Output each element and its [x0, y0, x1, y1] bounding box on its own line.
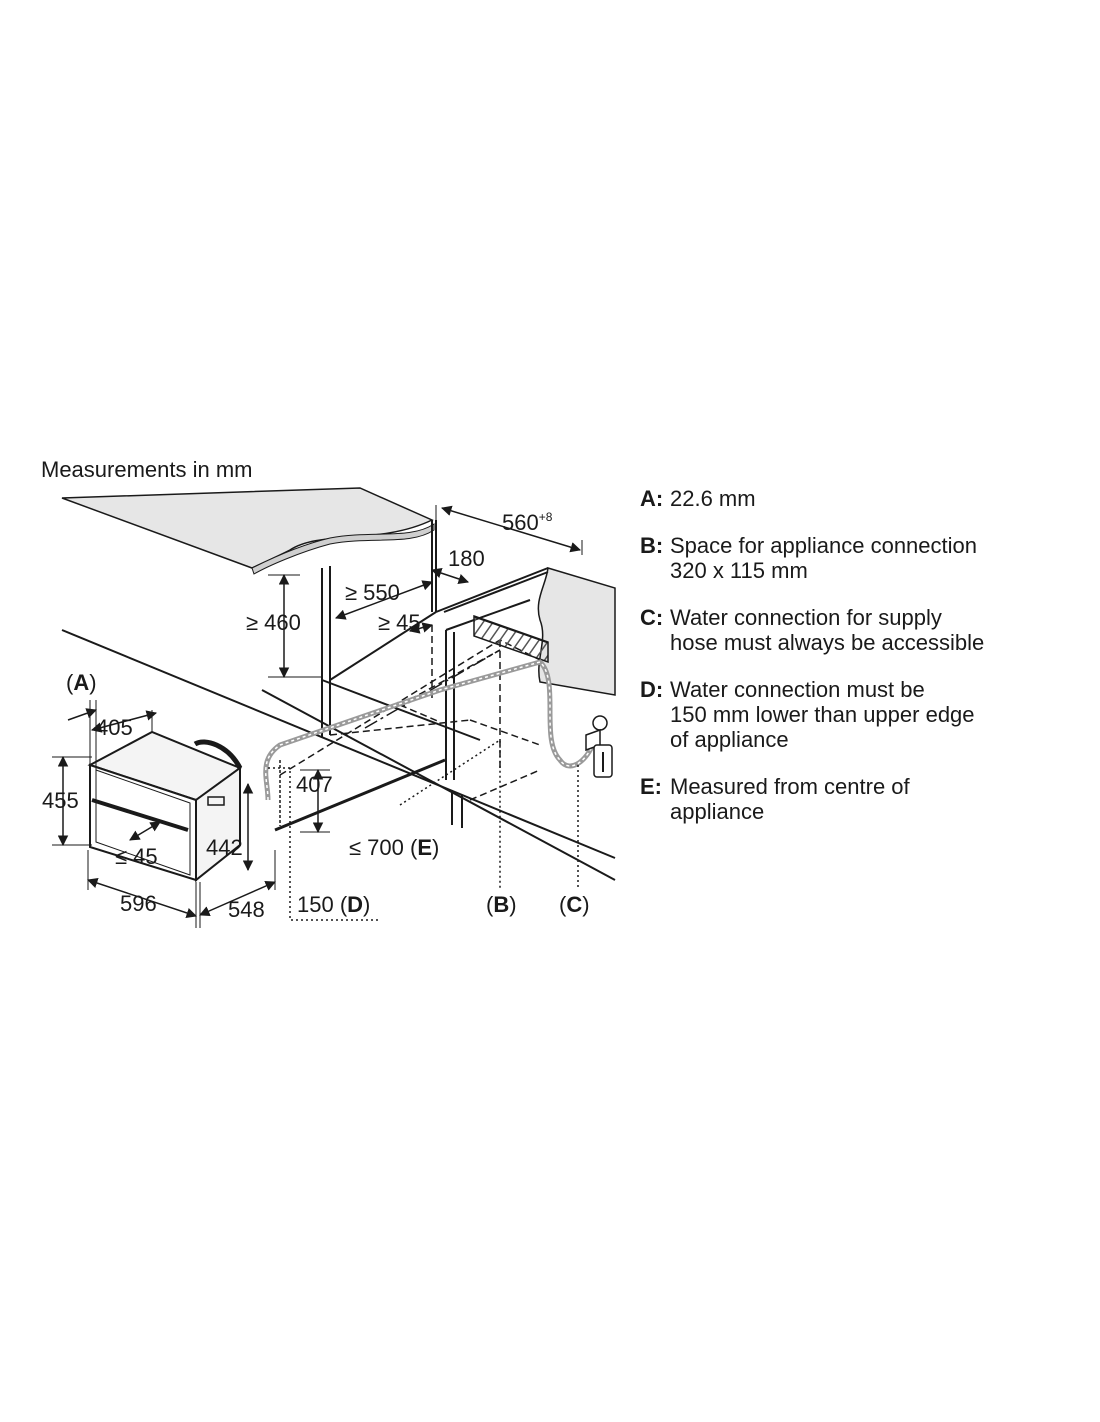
- dimension-lines: [57, 505, 582, 918]
- connection-space: [473, 614, 549, 664]
- dim-405: 405: [96, 715, 133, 740]
- legend-text: Water connection must be 150 mm lower th…: [670, 677, 975, 752]
- centre-line: [364, 649, 501, 729]
- legend-item-b: B: Space for appliance connection 320 x …: [640, 533, 1080, 583]
- worktop-left-edge: [251, 523, 435, 575]
- marker-c: (C): [559, 892, 590, 917]
- legend-text: 22.6 mm: [670, 486, 756, 511]
- legend-text: Space for appliance connection 320 x 115…: [670, 533, 977, 583]
- water-tap-icon: [585, 715, 613, 778]
- marker-a: (A): [66, 670, 97, 695]
- floor-line: [61, 629, 616, 859]
- legend-key: E:: [640, 774, 662, 799]
- dim-455: 455: [42, 788, 79, 813]
- dim-560: 560+8: [502, 510, 553, 535]
- legend-item-e: E: Measured from centre of appliance: [640, 774, 1080, 824]
- legend-text: Measured from centre of appliance: [670, 774, 910, 824]
- dim-407: 407: [296, 772, 333, 797]
- worktop-left: [61, 487, 434, 569]
- legend-item-c: C: Water connection for supply hose must…: [640, 605, 1080, 655]
- floor-line-2: [261, 689, 616, 881]
- dim-180: 180: [448, 546, 485, 571]
- dim-596: 596: [120, 891, 157, 916]
- legend-key: B:: [640, 533, 664, 558]
- marker-150-d: 150 (D): [297, 892, 370, 917]
- legend: A: 22.6 mm B: Space for appliance connec…: [640, 486, 1080, 846]
- reference-lines: [268, 738, 579, 921]
- worktop-right: [537, 567, 616, 696]
- water-hose-core: [265, 661, 597, 801]
- legend-item-d: D: Water connection must be 150 mm lower…: [640, 677, 1080, 752]
- extension-lines: [52, 505, 583, 928]
- water-hose-lower: [274, 758, 446, 832]
- legend-key: C:: [640, 605, 664, 630]
- legend-item-a: A: 22.6 mm: [640, 486, 1080, 511]
- dim-550: ≥ 550: [345, 580, 400, 605]
- dim-45-top: ≥ 45: [378, 610, 421, 635]
- legend-key: D:: [640, 677, 664, 702]
- dim-45-bottom: ≤ 45: [115, 844, 158, 869]
- dim-442: 442: [206, 835, 243, 860]
- connection-space-b: [473, 616, 549, 644]
- marker-b: (B): [486, 892, 517, 917]
- dim-548: 548: [228, 897, 265, 922]
- measurements-caption: Measurements in mm: [41, 457, 253, 482]
- dim-460: ≥ 460: [246, 610, 301, 635]
- legend-text: Water connection for supply hose must al…: [670, 605, 985, 655]
- legend-key: A:: [640, 486, 664, 511]
- marker-700-e: ≤ 700 (E): [349, 835, 439, 860]
